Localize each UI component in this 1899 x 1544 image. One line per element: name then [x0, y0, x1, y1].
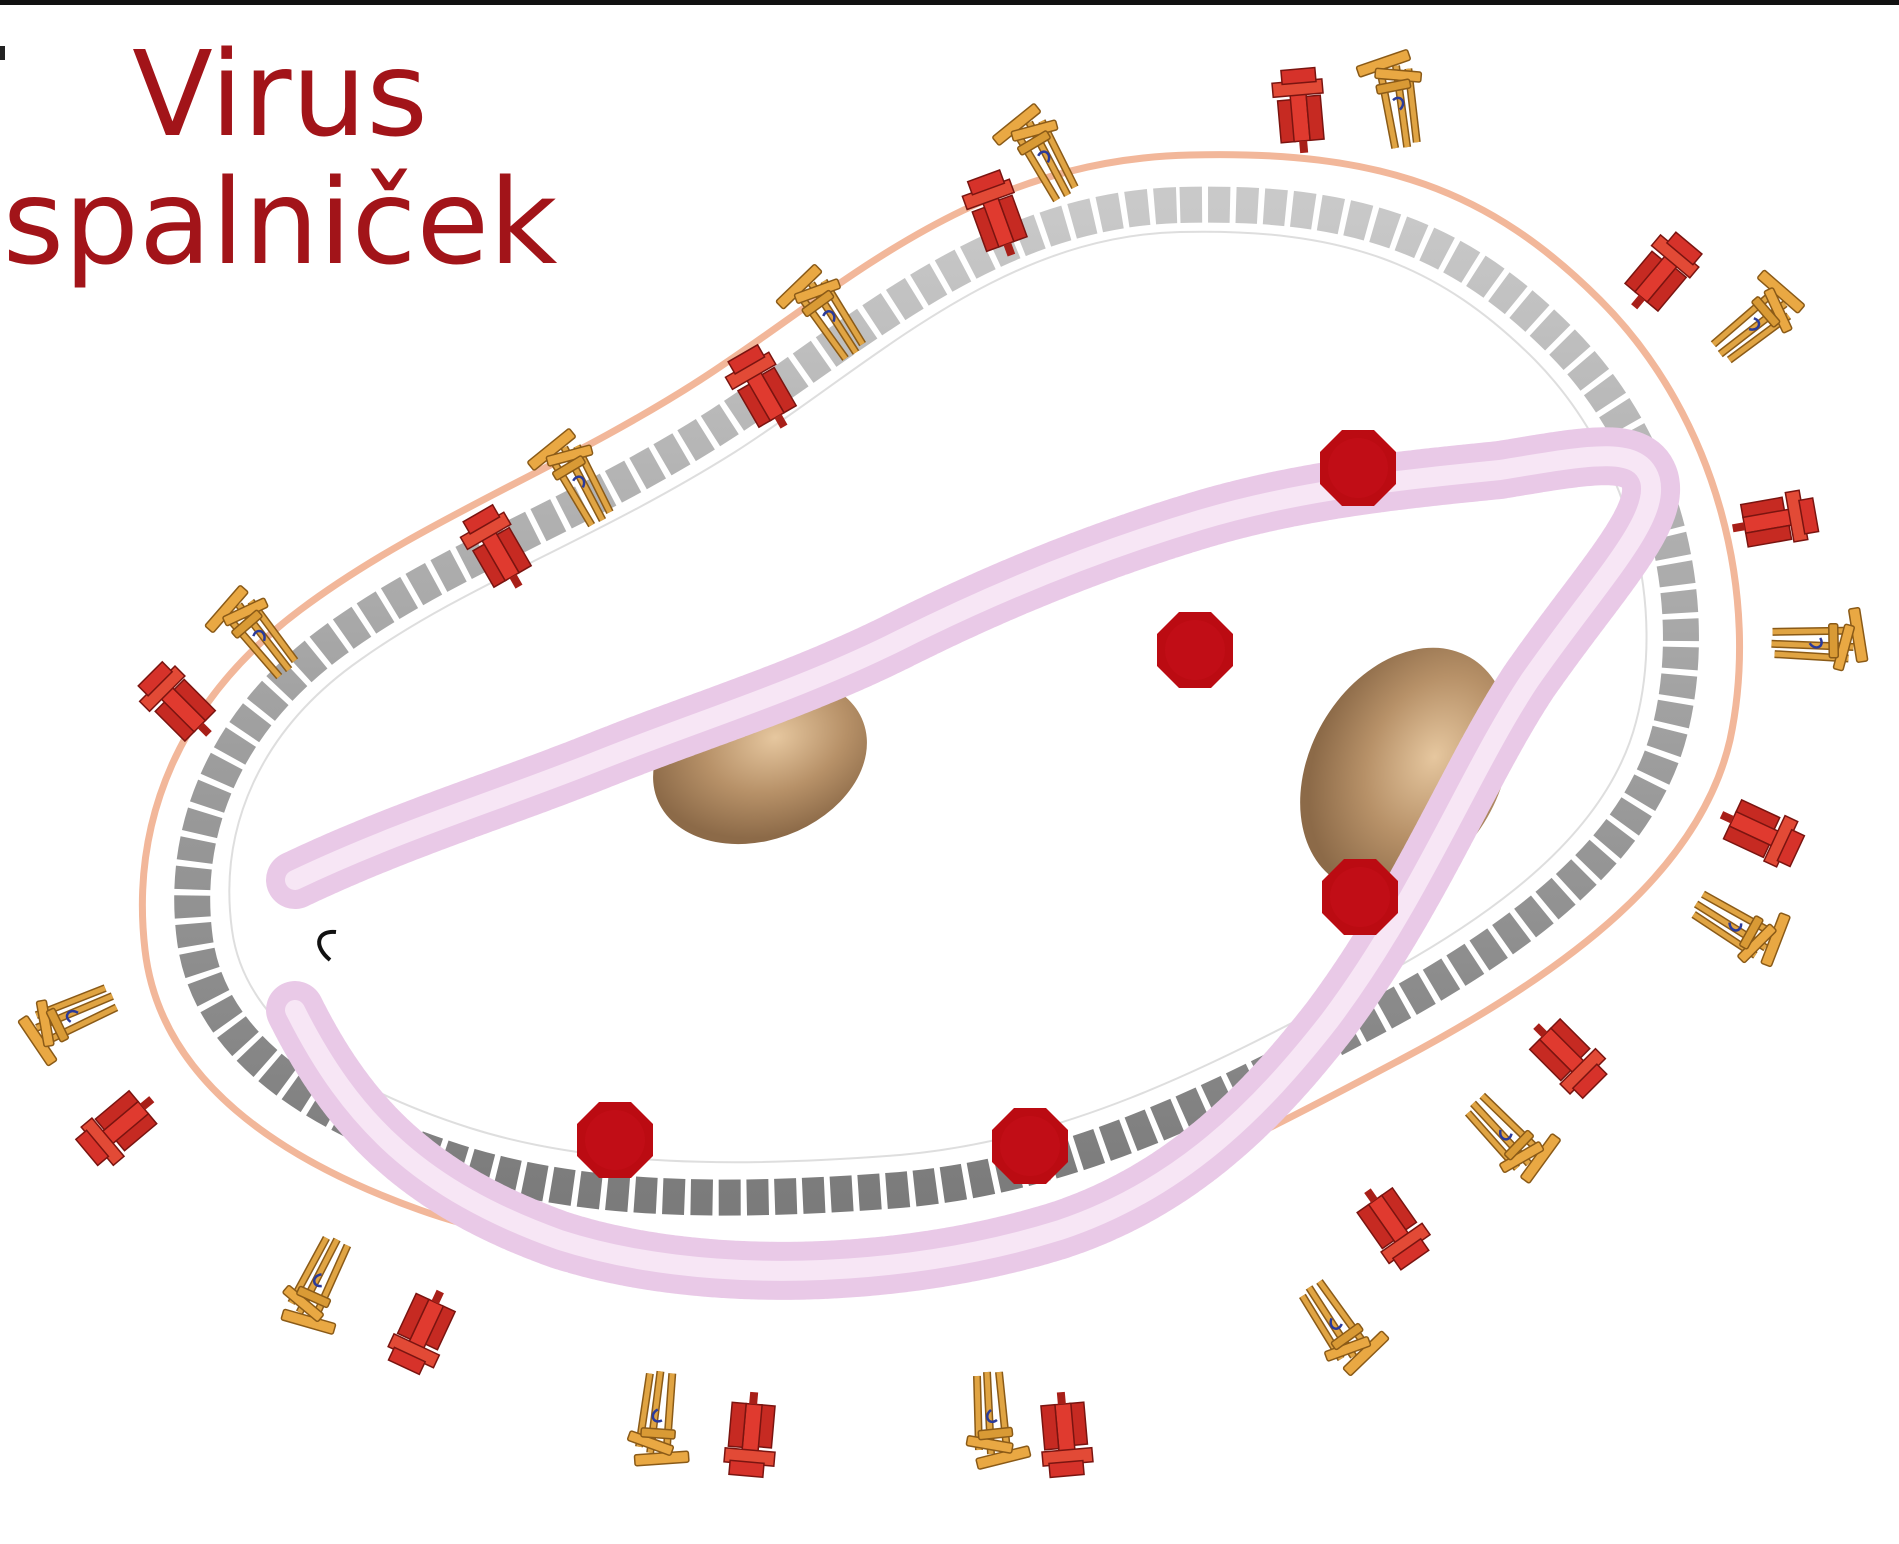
hemagglutinin-spike-icon	[72, 1081, 168, 1173]
red-dot-icon	[1157, 612, 1233, 688]
rna-hook-icon	[319, 932, 336, 960]
hemagglutinin-spike-icon	[1519, 1008, 1614, 1103]
fusion-protein-spike-icon	[1684, 868, 1801, 977]
hemagglutinin-spike-icon	[1711, 791, 1808, 872]
hemagglutinin-spike-icon	[1728, 488, 1819, 552]
hemagglutinin-spike-icon	[723, 1390, 780, 1478]
fusion-protein-spike-icon	[1770, 600, 1873, 673]
hemagglutinin-spike-icon	[131, 658, 226, 753]
fusion-protein-spike-icon	[1457, 1075, 1569, 1191]
hemagglutinin-spike-icon	[383, 1281, 464, 1378]
fusion-protein-spike-icon	[1355, 48, 1428, 151]
fusion-protein-spike-icon	[1291, 1265, 1396, 1382]
fusion-protein-spike-icon	[1695, 262, 1812, 371]
hemagglutinin-spike-icon	[1271, 67, 1328, 155]
fusion-protein-spike-icon	[966, 1372, 1031, 1469]
hemagglutinin-spike-icon	[1614, 226, 1706, 322]
hemagglutinin-spike-icon	[1348, 1176, 1437, 1273]
fusion-protein-spike-icon	[14, 976, 128, 1070]
red-dot-icon	[992, 1108, 1068, 1184]
red-dot-icon	[577, 1102, 653, 1178]
fusion-protein-spike-icon	[270, 1229, 375, 1346]
fusion-protein-spike-icon	[623, 1368, 704, 1475]
red-dot-icon	[1322, 859, 1398, 935]
hemagglutinin-spike-icon	[1037, 1390, 1094, 1478]
red-dot-icon	[1320, 430, 1396, 506]
